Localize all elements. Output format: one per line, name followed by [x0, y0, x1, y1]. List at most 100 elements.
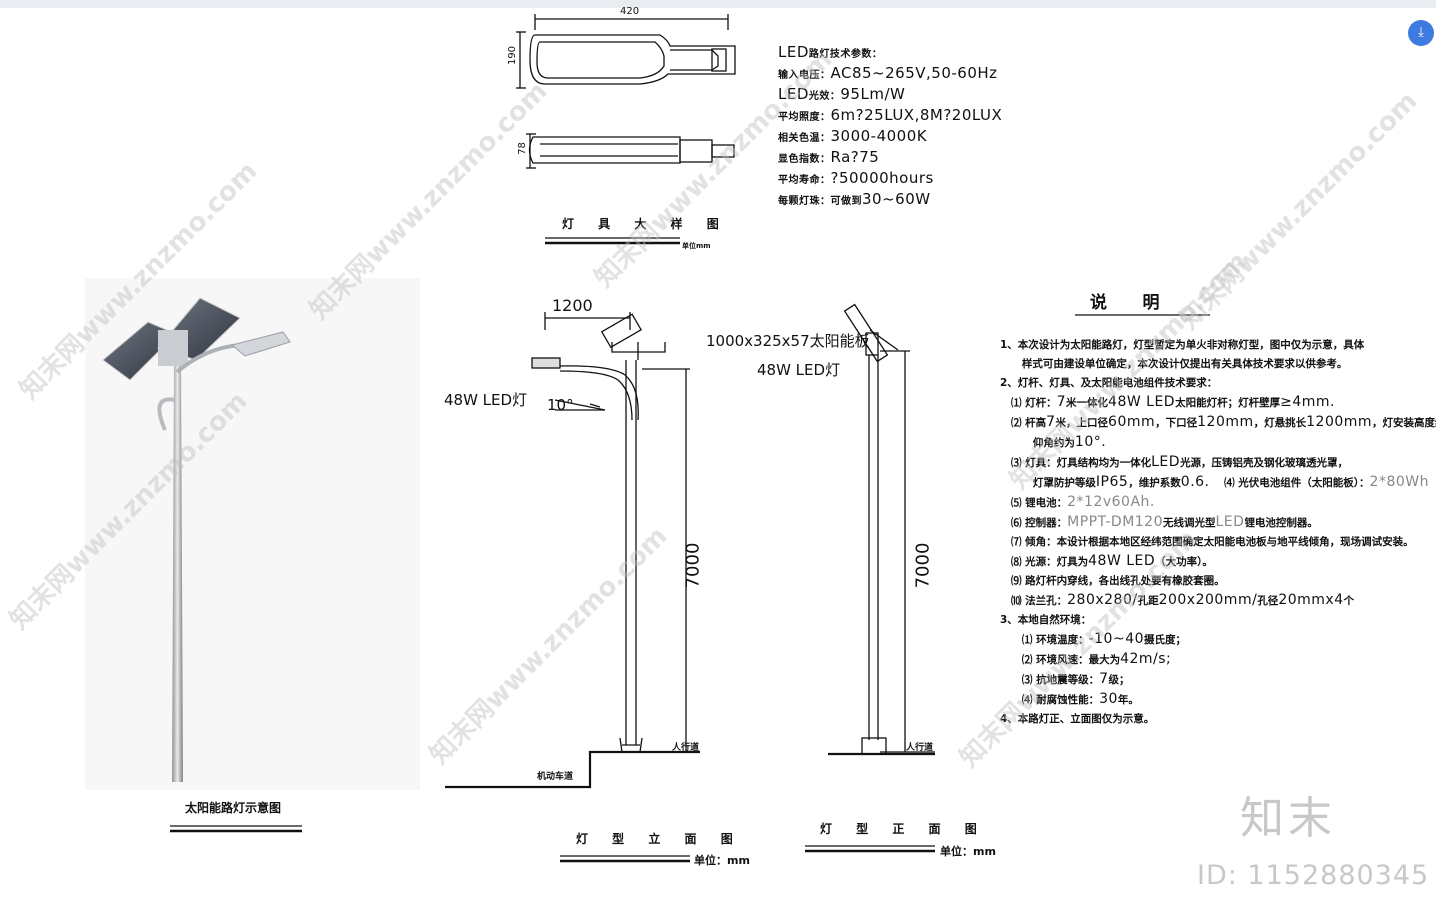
- front-view: [828, 303, 935, 756]
- note-segment: 孔径: [1257, 595, 1279, 607]
- note-segment: 4、本路灯正、立面图仅为示意。: [1000, 713, 1155, 725]
- spec-row: LED路灯技术参数：: [778, 43, 1002, 64]
- spec-row: 显色指数：Ra?75: [778, 148, 1002, 169]
- note-segment: 1200mm: [1306, 414, 1373, 430]
- note-segment: 样式可由建设单位确定，本次设计仅提出有关具体技术要求以供参考。: [1000, 358, 1348, 370]
- fixture-width-dim: 420: [620, 6, 640, 17]
- note-segment: -10~40: [1088, 631, 1145, 647]
- fixture-caption: 灯 具 大 样 图: [562, 217, 729, 231]
- note-segment: 0.6.: [1180, 474, 1210, 490]
- front-panel-label: 1000x325x57太阳能板: [706, 332, 870, 350]
- spec-small: 每颗灯珠：可做到: [778, 196, 862, 207]
- note-segment: 米一体化: [1066, 397, 1109, 409]
- spec-value: 6m?25LUX,8M?20LUX: [830, 106, 1003, 124]
- brand-logo: 知末: [1240, 793, 1336, 844]
- note-segment: ⑴ 环境温度：: [1000, 634, 1089, 646]
- note-segment: 7: [1046, 414, 1056, 430]
- spec-row: 平均寿命：?50000hours: [778, 169, 1002, 190]
- note-segment: 280x280/: [1067, 592, 1138, 608]
- note-segment: 10°.: [1074, 434, 1107, 450]
- front-unit: 单位：mm: [940, 845, 996, 858]
- note-segment: 2*80Wh: [1369, 474, 1429, 490]
- note-segment: ⑼ 路灯杆内穿线，各出线孔处要有橡胶套圈。: [1000, 575, 1225, 587]
- note-segment: ，下口径: [1155, 417, 1198, 429]
- brand-id: ID: 1152880345: [1197, 860, 1430, 891]
- spec-small: 平均照度：: [778, 112, 831, 123]
- spec-small: 平均寿命：: [778, 175, 831, 186]
- spec-value: AC85~265V,50-60Hz: [830, 64, 998, 82]
- note-segment: 1、本次设计为太阳能路灯，灯型暂定为单火非对称灯型，图中仅为示意，具体: [1000, 339, 1365, 351]
- note-segment: ⑸ 锂电池：: [1000, 497, 1068, 509]
- note-segment: 光源，压铸铝壳及钢化玻璃透光罩，: [1180, 457, 1349, 469]
- spec-small: 显色指数：: [778, 154, 831, 165]
- note-segment: 太阳能灯杆；灯杆壁厚: [1175, 397, 1281, 409]
- notes-list: 1、本次设计为太阳能路灯，灯型暂定为单火非对称灯型，图中仅为示意，具体 样式可由…: [1000, 336, 1436, 729]
- fixture-height-dim: 190: [507, 45, 519, 66]
- front-height-dim: 7000: [912, 542, 934, 589]
- spec-value: Ra?75: [830, 148, 880, 166]
- spec-row: 相关色温：3000-4000K: [778, 127, 1002, 148]
- elevation-angle: 10°: [547, 396, 574, 414]
- note-segment: LED: [1151, 454, 1181, 470]
- note-segment: ⑹ 控制器：: [1000, 517, 1068, 529]
- note-segment: ，灯安装高度约为: [1372, 417, 1436, 429]
- note-segment: 灯罩防护等级: [1000, 477, 1096, 489]
- note-segment: 3、本地自然环境：: [1000, 614, 1092, 626]
- note-line: ⑶ 灯具：灯具结构均为一体化LED光源，压铸铝壳及钢化玻璃透光罩，: [1000, 453, 1436, 473]
- note-segment: IP65: [1095, 474, 1129, 490]
- note-segment: ≥4mm.: [1280, 394, 1335, 410]
- elevation-sidewalk-label: 人行道: [672, 743, 700, 753]
- elevation-lamp-label: 48W LED灯: [444, 391, 528, 409]
- note-segment: ⑶ 灯具：灯具结构均为一体化: [1000, 457, 1152, 469]
- note-line: ⑴ 环境温度：-10~40摄氏度；: [1000, 630, 1436, 650]
- elevation-height-dim: 7000: [682, 542, 704, 589]
- note-segment: MPPT-DM120: [1067, 514, 1163, 530]
- note-line: 仰角约为10°.: [1000, 433, 1436, 453]
- note-line: 3、本地自然环境：: [1000, 611, 1436, 630]
- note-segment: ⑶ 抗地震等级：: [1000, 674, 1100, 686]
- note-line: ⑸ 锂电池：2*12v60Ah.: [1000, 493, 1436, 513]
- note-segment: 2、灯杆、灯具、及太阳能电池组件技术要求：: [1000, 377, 1218, 389]
- fixture-depth-dim: 78: [516, 142, 528, 155]
- elevation-view: [445, 312, 700, 789]
- elevation-caption: 灯 型 立 面 图: [576, 832, 743, 846]
- spec-row: 每颗灯珠：可做到30~60W: [778, 190, 1002, 211]
- note-segment: ⑴ 灯杆：: [1000, 397, 1057, 409]
- spec-label: LED: [778, 85, 809, 103]
- note-segment: 48W LED: [1108, 394, 1176, 410]
- note-segment: ⑵ 杆高: [1000, 417, 1047, 429]
- note-segment: 米，上口径: [1055, 417, 1109, 429]
- note-line: 2、灯杆、灯具、及太阳能电池组件技术要求：: [1000, 374, 1436, 393]
- note-segment: 120mm: [1197, 414, 1254, 430]
- spec-small: 相关色温：: [778, 133, 831, 144]
- top-bar: [0, 0, 1436, 8]
- note-line: 4、本路灯正、立面图仅为示意。: [1000, 710, 1436, 729]
- note-line: ⑵ 环境风速：最大为42m/s;: [1000, 650, 1436, 670]
- note-segment: 2*12v60Ah.: [1067, 494, 1155, 510]
- note-line: ⑶ 抗地震等级：7级；: [1000, 670, 1436, 690]
- note-segment: ⑷ 光伏电池组件（太阳能板）：: [1209, 477, 1370, 489]
- fixture-unit: 单位mm: [682, 242, 711, 250]
- spec-row: 平均照度：6m?25LUX,8M?20LUX: [778, 106, 1002, 127]
- note-segment: LED: [1215, 514, 1245, 530]
- image-download-icon[interactable]: ⤓: [1408, 20, 1434, 46]
- note-segment: 级；: [1108, 674, 1130, 686]
- note-line: ⑷ 耐腐蚀性能：30年。: [1000, 690, 1436, 710]
- fixture-top-view: [516, 14, 736, 89]
- note-segment: 200x200mm/: [1158, 592, 1258, 608]
- note-segment: 7: [1056, 394, 1067, 410]
- note-segment: ，维护系数: [1128, 477, 1181, 489]
- note-segment: 年。: [1117, 694, 1139, 706]
- elevation-road-label: 机动车道: [537, 772, 574, 782]
- spec-small: 输入电压：: [778, 70, 831, 81]
- note-line: ⑵ 杆高7米，上口径60mm，下口径120mm，灯悬挑长1200mm，灯安装高度…: [1000, 413, 1436, 433]
- photo-caption: 太阳能路灯示意图: [185, 801, 282, 815]
- note-segment: 摄氏度；: [1144, 634, 1187, 646]
- note-segment: （大功率）。: [1155, 556, 1213, 568]
- note-segment: ，灯悬挑长: [1253, 417, 1307, 429]
- notes-title: 说 明: [1090, 293, 1160, 313]
- note-segment: 20mmx4: [1278, 592, 1344, 608]
